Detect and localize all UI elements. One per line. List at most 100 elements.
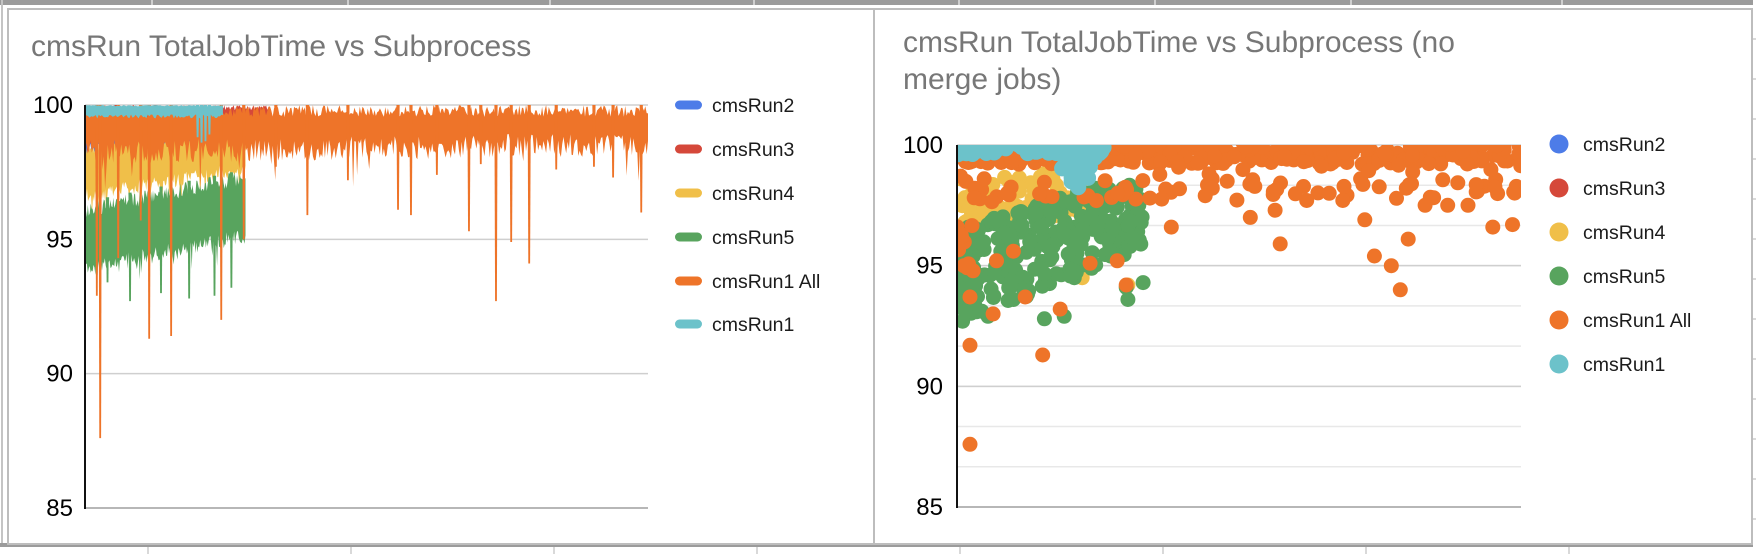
- sheet-column-gridline: [350, 547, 352, 554]
- data-point-outlier: [1118, 277, 1134, 293]
- data-point: [1128, 191, 1144, 207]
- series-spike: [229, 172, 233, 288]
- series-spike: [494, 105, 498, 302]
- y-tick-label: 100: [33, 92, 73, 119]
- data-point-outlier: [1485, 219, 1501, 235]
- data-point-outlier: [1505, 217, 1520, 233]
- data-point: [1019, 145, 1036, 162]
- series-spike: [527, 105, 531, 264]
- series-spike: [207, 105, 212, 135]
- sheet-top-row-border: [0, 0, 1756, 5]
- data-point-outlier: [1109, 253, 1125, 269]
- chart-title: cmsRun TotalJobTime vs Subprocess: [31, 30, 532, 63]
- series-spike: [199, 105, 204, 143]
- data-point: [1229, 192, 1245, 208]
- data-point: [984, 194, 1000, 210]
- data-point-outlier: [1267, 202, 1283, 218]
- sheet-column-gridline: [553, 547, 555, 554]
- series-spike: [105, 197, 110, 283]
- data-point: [1442, 145, 1458, 153]
- data-point: [1152, 167, 1168, 182]
- data-point-outlier: [962, 436, 978, 452]
- sheet-column-gridline: [1365, 547, 1367, 554]
- series-spike: [592, 105, 596, 167]
- sheet-column-gridline: [1162, 547, 1164, 554]
- legend-label: cmsRun5: [712, 227, 795, 249]
- data-point: [974, 235, 990, 251]
- data-point: [1513, 158, 1521, 174]
- series-spike: [509, 105, 513, 243]
- data-point-outlier: [1417, 197, 1433, 213]
- data-point: [1391, 157, 1407, 173]
- data-point: [1435, 172, 1451, 188]
- data-point: [1013, 204, 1028, 220]
- sheet-row-gridline: [1753, 238, 1756, 240]
- series-cmsrun1: [85, 105, 223, 143]
- series-spike: [435, 105, 439, 175]
- sheet-row-gridline: [1753, 438, 1756, 440]
- data-point: [1069, 227, 1085, 243]
- data-point: [1140, 145, 1156, 159]
- sheet-column-tick: [958, 0, 960, 5]
- chart-svg: 100959085cmsRun2cmsRun3cmsRun4cmsRun5cms…: [33, 92, 820, 522]
- data-point: [1040, 145, 1057, 161]
- data-point: [1310, 185, 1326, 201]
- sheet-column-gridline: [959, 547, 961, 554]
- series-band: [85, 172, 246, 281]
- y-tick-label: 90: [46, 361, 73, 388]
- data-point: [1028, 206, 1044, 222]
- data-point: [1389, 190, 1404, 206]
- legend-label: cmsRun1: [1583, 354, 1665, 376]
- y-tick-label: 95: [916, 253, 943, 280]
- data-point: [1287, 186, 1303, 202]
- data-point-outlier: [1005, 292, 1021, 307]
- data-point: [976, 171, 992, 187]
- data-point: [997, 225, 1013, 241]
- data-point: [978, 145, 993, 149]
- data-point: [1361, 163, 1377, 179]
- data-point-outlier: [1052, 301, 1068, 317]
- data-point-outlier: [1335, 193, 1351, 208]
- data-point: [1032, 186, 1048, 202]
- series-spike: [639, 105, 643, 213]
- data-point-outlier: [1242, 209, 1258, 225]
- series-cmsrun5: [85, 172, 246, 302]
- legend-label: cmsRun3: [712, 139, 794, 161]
- data-point: [1201, 166, 1217, 182]
- data-point: [1135, 173, 1151, 189]
- data-point: [957, 168, 968, 184]
- legend-label: cmsRun1: [712, 314, 794, 336]
- sheet-bottom-row-border: [0, 543, 1756, 548]
- data-point: [1000, 185, 1015, 201]
- sheet-left-gridline: [1, 0, 3, 554]
- series-spike: [98, 105, 102, 439]
- legend-label: cmsRun2: [1583, 134, 1665, 156]
- series-spike: [409, 105, 413, 216]
- data-point-outlier: [1383, 258, 1399, 274]
- y-tick-label: 85: [916, 494, 943, 521]
- data-point: [1336, 178, 1352, 194]
- data-point: [1269, 181, 1285, 197]
- sheet-column-tick: [753, 0, 755, 5]
- data-point: [1077, 156, 1094, 172]
- sheet-column-gridline: [756, 547, 758, 554]
- data-point-outlier: [1460, 197, 1476, 213]
- data-point-outlier: [1197, 188, 1213, 204]
- data-point: [1062, 268, 1078, 284]
- data-point: [1226, 149, 1242, 165]
- data-point: [1313, 158, 1329, 174]
- legend-marker-line-icon: [675, 232, 702, 242]
- data-point: [1459, 156, 1475, 172]
- data-point-outlier: [1299, 193, 1315, 208]
- data-point: [1141, 155, 1157, 171]
- series-spike: [396, 105, 400, 210]
- legend-label: cmsRun4: [1583, 222, 1666, 244]
- legend-marker-circle-icon: [1549, 354, 1569, 374]
- data-point: [964, 218, 980, 234]
- data-point-outlier: [962, 289, 978, 305]
- y-tick-label: 85: [46, 495, 73, 522]
- chart-card-right[interactable]: cmsRun TotalJobTime vs Subprocess (no me…: [873, 8, 1753, 545]
